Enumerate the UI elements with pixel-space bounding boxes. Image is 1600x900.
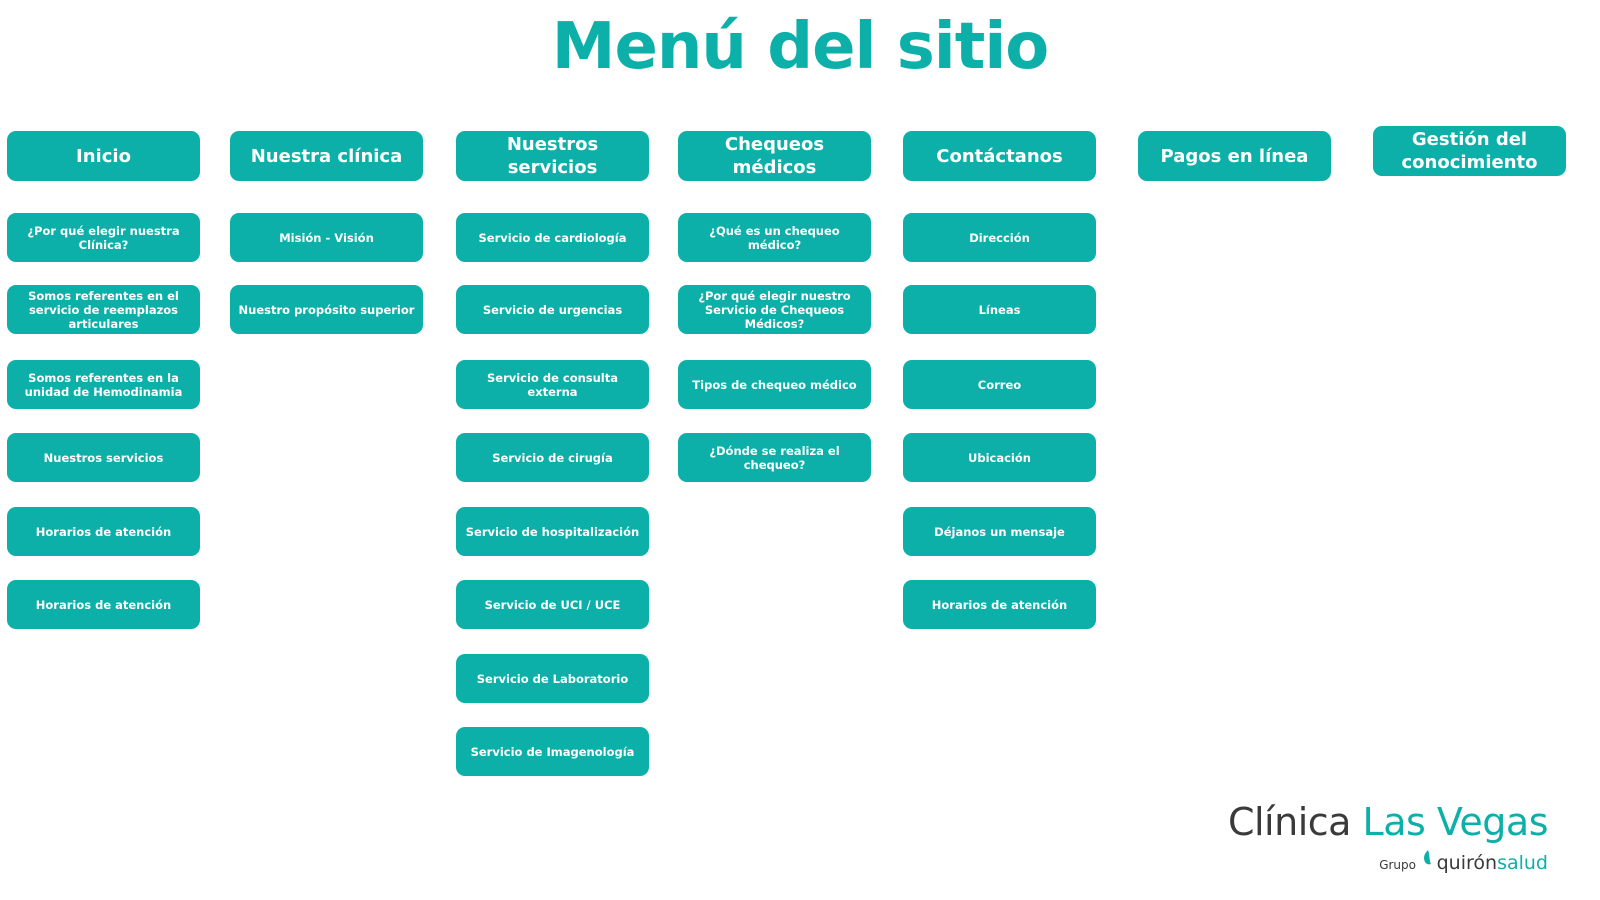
menu-item-box: Servicio de urgencias: [456, 285, 649, 334]
menu-item-box: Tipos de chequeo médico: [678, 360, 871, 409]
menu-item-box: Servicio de Imagenología: [456, 727, 649, 776]
logo-las-vegas: Las Vegas: [1362, 800, 1549, 844]
menu-item-box: ¿Por qué elegir nuestro Servicio de Cheq…: [678, 285, 871, 334]
quironsalud-drop-icon: [1424, 850, 1431, 865]
menu-item-box: ¿Dónde se realiza el chequeo?: [678, 433, 871, 482]
logo-clinica: Clínica: [1227, 800, 1351, 844]
menu-header-inicio: Inicio: [7, 131, 200, 181]
menu-item-box: Correo: [903, 360, 1096, 409]
menu-item-box: Servicio de UCI / UCE: [456, 580, 649, 629]
menu-header-contactanos: Contáctanos: [903, 131, 1096, 181]
menu-item-box: ¿Qué es un chequeo médico?: [678, 213, 871, 262]
menu-item-box: Líneas: [903, 285, 1096, 334]
menu-item-box: Servicio de Laboratorio: [456, 654, 649, 703]
menu-header-pagos-en-linea: Pagos en línea: [1138, 131, 1331, 181]
menu-item-box: Servicio de hospitalización: [456, 507, 649, 556]
menu-item-box: Somos referentes en el servicio de reemp…: [7, 285, 200, 334]
menu-item-box: Servicio de cardiología: [456, 213, 649, 262]
menu-header-nuestra-clinica: Nuestra clínica: [230, 131, 423, 181]
clinica-las-vegas-logo: Clínica Las Vegas Grupo quirónsalud: [1208, 800, 1549, 880]
menu-item-box: Somos referentes en la unidad de Hemodin…: [7, 360, 200, 409]
menu-item-box: Horarios de atención: [903, 580, 1096, 629]
logo-quironsalud: quirónsalud: [1437, 852, 1548, 874]
menu-item-box: Nuestro propósito superior: [230, 285, 423, 334]
menu-item-box: Déjanos un mensaje: [903, 507, 1096, 556]
logo-wordmark: Clínica Las Vegas: [1227, 800, 1549, 844]
menu-item-box: Servicio de cirugía: [456, 433, 649, 482]
menu-item-box: Nuestros servicios: [7, 433, 200, 482]
menu-item-box: Dirección: [903, 213, 1096, 262]
logo-grupo: Grupo: [1379, 858, 1416, 872]
menu-item-box: Horarios de atención: [7, 507, 200, 556]
menu-item-box: Horarios de atención: [7, 580, 200, 629]
menu-item-box: Ubicación: [903, 433, 1096, 482]
menu-header-chequeos-medicos: Chequeos médicos: [678, 131, 871, 181]
menu-header-nuestros-servicios: Nuestros servicios: [456, 131, 649, 181]
menu-header-gestion-del-conocimiento: Gestión del conocimiento: [1373, 126, 1566, 176]
logo-salud: salud: [1497, 852, 1548, 874]
menu-item-box: Servicio de consulta externa: [456, 360, 649, 409]
logo-quiron: quirón: [1436, 852, 1498, 874]
page-title: Menú del sitio: [551, 10, 1049, 84]
menu-item-box: Misión - Visión: [230, 213, 423, 262]
menu-item-box: ¿Por qué elegir nuestra Clínica?: [7, 213, 200, 262]
